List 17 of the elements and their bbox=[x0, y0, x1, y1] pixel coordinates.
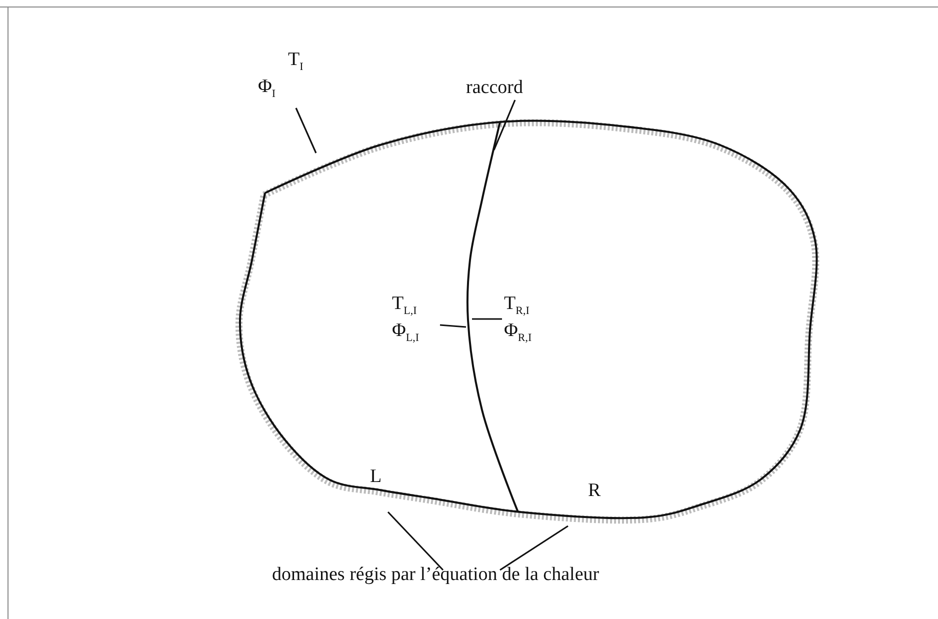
leader-line bbox=[472, 318, 502, 320]
leader-line bbox=[295, 108, 317, 154]
annotation-text: raccord bbox=[466, 76, 523, 100]
region-label: R bbox=[588, 480, 601, 502]
leader-line bbox=[387, 511, 444, 571]
annotation-text: T$_{L,I}$ bbox=[392, 292, 418, 319]
region-label: L bbox=[370, 466, 382, 488]
annotation-text: Φ$_{R,I}$ bbox=[504, 318, 532, 346]
annotation-text: T$_{R,I}$ bbox=[504, 292, 530, 319]
leader-line bbox=[500, 525, 568, 571]
leader-line bbox=[440, 324, 466, 328]
leader-line bbox=[493, 100, 516, 150]
annotation-text: T$_{I}$ bbox=[288, 48, 304, 75]
domain-boundary bbox=[236, 119, 820, 524]
annotation-text: Φ$_{L,I}$ bbox=[392, 318, 420, 346]
annotation-text: domaines régis par l’équation de la chaleur bbox=[272, 563, 600, 587]
annotation-text: Φ$_{I}$ bbox=[258, 74, 277, 102]
